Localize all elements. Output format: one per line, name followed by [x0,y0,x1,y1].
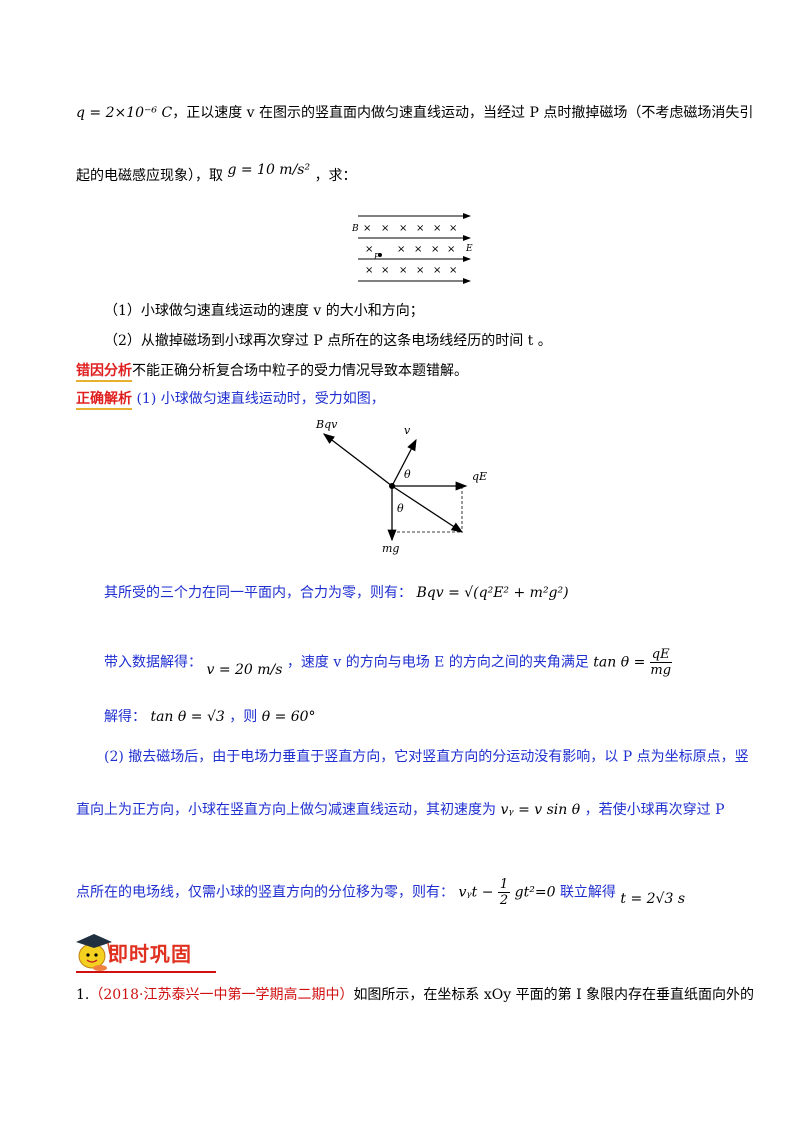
problem-line-2: 起的电磁感应现象），取 g = 10 m/s² ，求： [76,162,357,186]
step-4-text-d: 联立解得 [559,884,616,901]
svg-text:×: × [414,244,422,255]
svg-text:×: × [433,223,441,234]
solution-step-4-line-2: 直向上为正方向，小球在竖直方向上做匀减速直线运动，其初速度为 vᵧ = v si… [76,800,725,820]
svg-text:×: × [397,244,405,255]
svg-text:×: × [449,265,457,276]
svg-text:×: × [449,223,457,234]
consolidation-banner: 即时巩固 [70,930,210,972]
point-p [378,253,382,257]
error-analysis-text: 不能正确分析复合场中粒子的受力情况导致本题错解。 [132,363,468,379]
step-4-formula-vy: vᵧ = v sin θ [500,802,581,818]
step-4-text-a: 直向上为正方向，小球在竖直方向上做匀减速直线运动，其初速度为 [76,802,496,818]
correct-solution-heading: 正确解析 [76,391,132,410]
label-qe: qE [472,470,487,483]
label-b: B [351,224,359,234]
consolidation-item-1: 1.（2018·江苏泰兴一中第一学期高二期中）如图所示，在坐标系 xOy 平面的… [76,985,754,1005]
force-diagram: Bqv v qE mg θ θ [315,418,487,555]
svg-text:×: × [416,265,424,276]
svg-text:×: × [363,223,371,234]
item-number: 1. [76,987,90,1003]
step-4-formula-a: vᵧt − [458,884,494,901]
svg-text:×: × [416,223,424,234]
step-1-formula: Bqv = √(q²E² + m²g²) [416,585,569,601]
step-2-text-b: ，速度 v 的方向与电场 E 的方向之间的夹角满足 [286,654,589,671]
bqv-vector [322,433,393,487]
label-e: E [465,244,473,254]
step-1-text: 其所受的三个力在同一平面内，合力为零，则有： [104,585,412,601]
step-3-formula-b: θ = 60° [261,709,316,725]
crosses: × × × × × × × × × × × × × × × × × [363,223,457,276]
step-2-formula-a: v = 20 m/s [206,661,283,678]
svg-text:×: × [433,265,441,276]
solution-step-3: 解得： tan θ = √3 ，则 θ = 60° [104,707,316,727]
half-denominator: 2 [499,893,509,908]
velocity-vector [391,438,417,487]
step-3-text-b: ，则 [229,709,258,725]
label-v: v [404,424,411,437]
svg-text:×: × [365,265,373,276]
label-p: P [373,252,380,261]
svg-text:×: × [399,223,407,234]
label-theta-2: θ [397,502,404,515]
step-4-formula-b: gt²=0 [514,884,556,901]
solution-step-2: 带入数据解得： v = 20 m/s ，速度 v 的方向与电场 E 的方向之间的… [104,647,672,678]
half-numerator: 1 [497,877,511,893]
label-theta-1: θ [404,468,411,481]
resultant-vector [391,485,464,533]
svg-text:×: × [399,265,407,276]
item-text: 如图所示，在坐标系 xOy 平面的第 I 象限内存在垂直纸面向外的 [353,987,755,1003]
step-3-text-a: 解得： [104,709,146,725]
dashed-guides [392,486,463,533]
solution-step-4-line-1: (2) 撤去磁场后，由于电场力垂直于竖直方向，它对竖直方向的分运动没有影响，以 … [104,749,749,765]
mascot-icon [76,934,112,971]
problem-text-2a: 起的电磁感应现象），取 [76,168,223,184]
step-3-formula-a: tan θ = √3 [150,709,225,725]
error-analysis-heading: 错因分析 [76,363,132,382]
svg-text:×: × [431,244,439,255]
svg-text:×: × [447,244,455,255]
svg-text:×: × [381,223,389,234]
fraction-denominator: mg [650,663,672,678]
step-4-text-c: 点所在的电场线，仅需小球的竖直方向的分位移为零，则有： [76,884,454,901]
solution-step-1: 其所受的三个力在同一平面内，合力为零，则有： Bqv = √(q²E² + m²… [104,583,569,603]
gravity-formula: g = 10 m/s² [227,162,311,178]
correct-solution: 正确解析 (1) 小球做匀速直线运动时，受力如图， [76,389,385,410]
step-4-text-b: ，若使小球再次穿过 P [584,802,725,818]
problem-line-1: q = 2×10⁻⁶ C，正以速度 v 在图示的竖直面内做匀速直线运动，当经过 … [76,103,753,123]
step-2-tan: tan θ = [593,654,646,671]
charge-formula: q = 2×10⁻⁶ C [76,105,173,121]
problem-text-1: ，正以速度 v 在图示的竖直面内做匀速直线运动，当经过 P 点时撤掉磁场（不考虑… [172,105,754,121]
step-2-fraction: qE mg [649,647,672,678]
step-4-result: t = 2√3 s [620,890,686,907]
label-mg: mg [382,542,399,555]
solution-step-4-line-3: 点所在的电场线，仅需小球的竖直方向的分位移为零，则有： vᵧt − 1 2 gt… [76,877,685,908]
solution-intro: (1) 小球做匀速直线运动时，受力如图， [136,391,385,407]
error-analysis: 错因分析不能正确分析复合场中粒子的受力情况导致本题错解。 [76,361,468,382]
field-diagram: B E P × × × × × × × × × × × × × × × × × [351,213,473,284]
step-4-fraction: 1 2 [497,877,511,908]
banner-title: 即时巩固 [108,942,192,966]
particle-dot [389,483,395,489]
item-source: （2018·江苏泰兴一中第一学期高二期中） [89,987,354,1003]
svg-text:×: × [381,265,389,276]
banner-underline [76,971,216,973]
fraction-numerator: qE [649,647,672,663]
question-1: （1）小球做匀速直线运动的速度 v 的大小和方向； [104,303,424,319]
step-2-text-a: 带入数据解得： [104,654,202,671]
problem-text-2b: ，求： [314,168,357,184]
svg-text:×: × [365,244,373,255]
question-2: （2）从撤掉磁场到小球再次穿过 P 点所在的这条电场线经历的时间 t 。 [104,333,552,349]
label-bqv: Bqv [315,418,338,431]
